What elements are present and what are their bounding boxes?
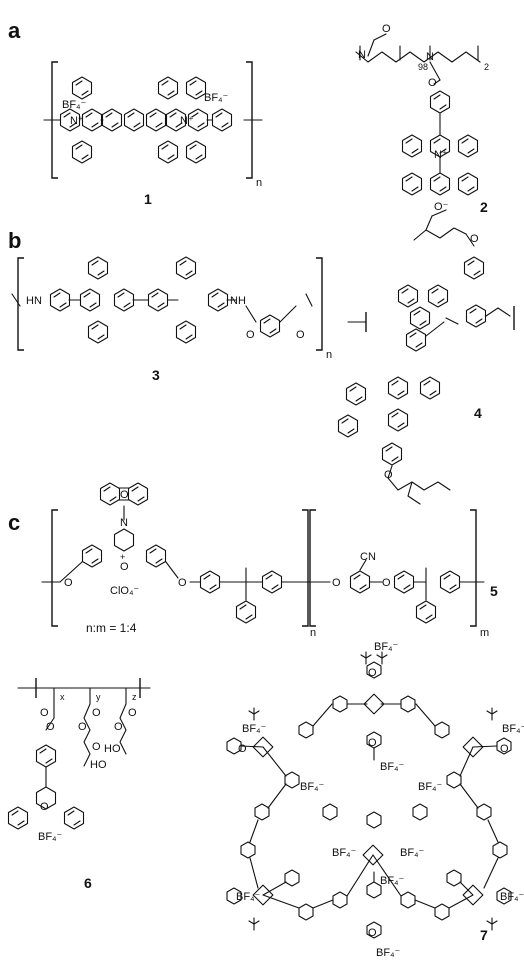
hn-label: HN (26, 295, 42, 307)
o-label: O (46, 721, 55, 733)
n-label: N (120, 517, 128, 529)
plus-sign: + (120, 552, 125, 562)
subscript-2: 2 (484, 62, 489, 72)
o-plus-label: O (368, 737, 377, 749)
compound-4-structure (337, 209, 515, 505)
compound-number-6: 6 (84, 875, 92, 891)
o-plus-label: O (500, 743, 509, 755)
ho-label: HO (104, 743, 121, 755)
subscript-98: 98 (418, 62, 428, 72)
subscript-m: m (480, 627, 489, 639)
subscript-x: x (60, 692, 65, 702)
ho-label: HO (90, 759, 107, 771)
n-plus-label: N⁺ (434, 149, 448, 161)
o-label: O (382, 23, 391, 35)
n-plus-label: N⁺ (180, 115, 194, 127)
o-label: O (470, 233, 479, 245)
bf4-label: BF₄⁻ (300, 781, 325, 793)
o-plus-label: O (368, 667, 377, 679)
o-label: O (120, 561, 129, 573)
compound-5-structure (41, 482, 485, 627)
o-label: O (114, 721, 123, 733)
subscript-n: n (256, 177, 262, 189)
o-label: O (178, 577, 187, 589)
bf4-label: BF₄⁻ (204, 92, 229, 104)
bf4-label: BF₄⁻ (376, 947, 401, 959)
n-label: N (358, 49, 366, 61)
o-label: O (120, 489, 129, 501)
o-label: O (92, 741, 101, 753)
compound-number-2: 2 (480, 199, 488, 215)
compound-number-7: 7 (480, 927, 488, 943)
subscript-n: n (326, 349, 332, 361)
bf4-label: BF₄⁻ (502, 723, 524, 735)
o-label: O (296, 329, 305, 341)
bf4-label: BF₄⁻ (400, 847, 425, 859)
o-plus-label: O (368, 927, 377, 939)
n-plus-label: N⁺ (70, 115, 84, 127)
bf4-label: BF₄⁻ (500, 891, 524, 903)
o-label: O (428, 77, 437, 89)
o-label: O (78, 721, 87, 733)
clo4-label: ClO₄⁻ (110, 585, 139, 597)
subscript-y: y (96, 692, 101, 702)
compound-3-structure (11, 256, 323, 351)
o-label: O (384, 469, 393, 481)
o-label: O (382, 577, 391, 589)
compound-number-4: 4 (474, 405, 482, 421)
subscript-z: z (132, 692, 137, 702)
o-label: O (92, 707, 101, 719)
compound-number-1: 1 (144, 191, 152, 207)
bf4-label: BF₄⁻ (38, 831, 63, 843)
o-label: O (40, 707, 49, 719)
cn-label: CN (360, 551, 376, 563)
o-label: O (128, 707, 137, 719)
o-plus-label: O (238, 743, 247, 755)
compound-6-structure (7, 678, 151, 830)
bf4-label: BF₄⁻ (242, 723, 267, 735)
ratio-label: n:m = 1:4 (86, 621, 137, 635)
subscript-n: n (310, 627, 316, 639)
o-label: O (246, 329, 255, 341)
o-label: O (40, 801, 49, 813)
compound-7-structure (226, 651, 512, 939)
compound-2-structure (355, 33, 481, 196)
bf4-label: BF₄⁻ (62, 99, 87, 111)
compound-number-5: 5 (490, 583, 498, 599)
bf4-label: BF₄⁻ (332, 847, 357, 859)
panel-label-b: b (8, 228, 21, 253)
panel-label-c: c (8, 510, 20, 535)
bf4-label: BF₄⁻ (374, 641, 399, 653)
compound-1-structure (43, 61, 263, 179)
bf4-label: BF₄⁻ (380, 875, 405, 887)
bf4-label: BF₄⁻ (236, 891, 261, 903)
n-label: N (426, 51, 434, 63)
bf4-label: BF₄⁻ (380, 761, 405, 773)
o-label: O (332, 577, 341, 589)
panel-label-a: a (8, 18, 21, 43)
nh-label: NH (230, 295, 246, 307)
compound-number-3: 3 (152, 367, 160, 383)
o-label: O (64, 577, 73, 589)
o-minus-label: O⁻ (434, 201, 449, 213)
bf4-label: BF₄⁻ (418, 781, 443, 793)
